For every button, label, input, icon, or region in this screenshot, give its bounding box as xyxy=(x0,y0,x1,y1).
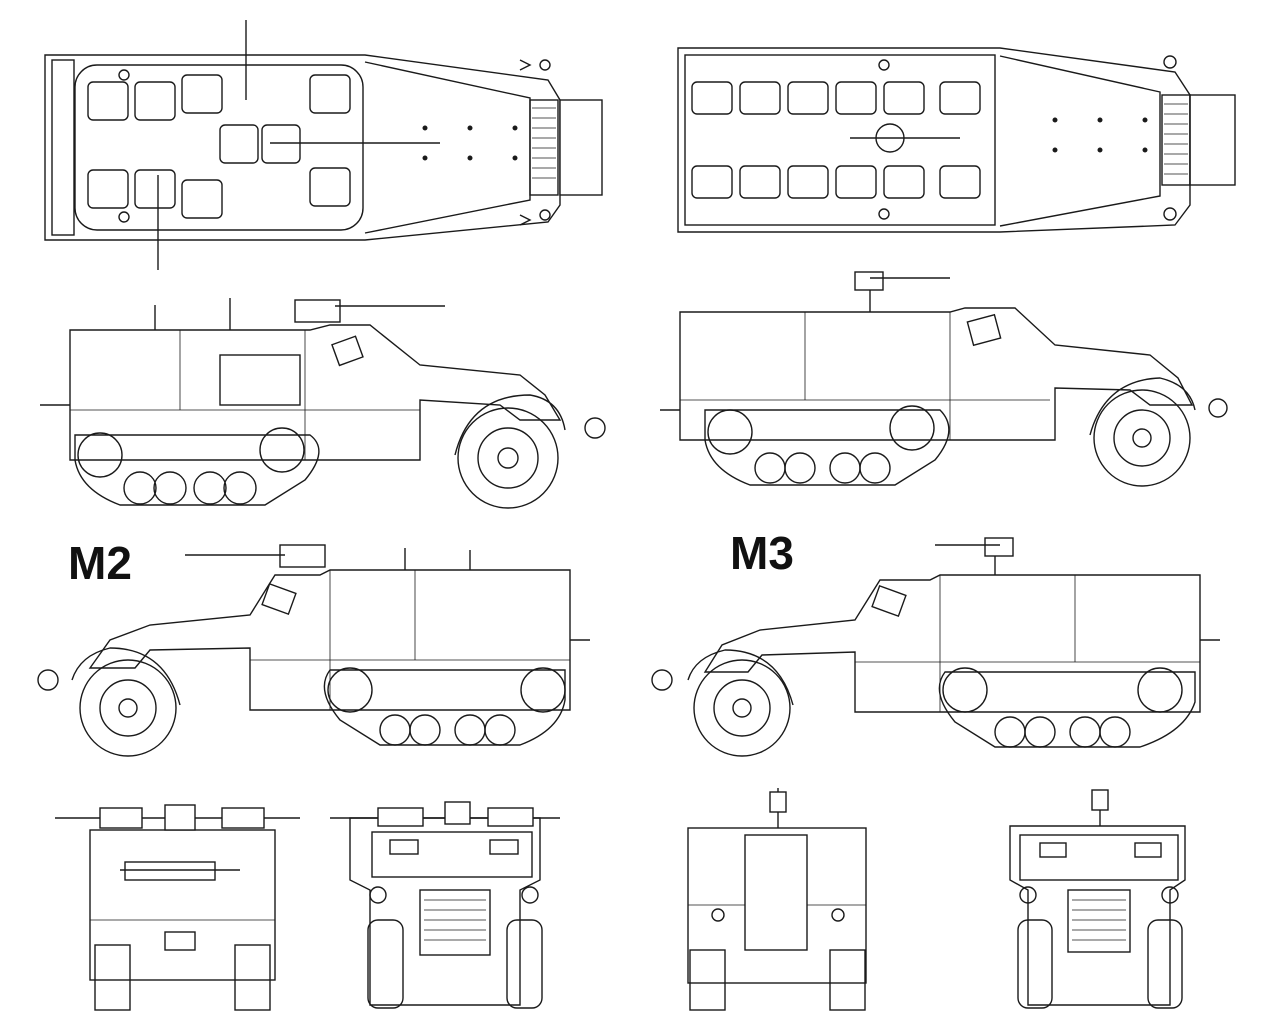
m2-top-view xyxy=(44,20,603,270)
m3-side-view-upper xyxy=(660,271,1228,487)
m3-side-view-lower xyxy=(651,537,1220,757)
m3-front-view xyxy=(1009,789,1186,1009)
m3-top-view xyxy=(677,47,1236,233)
m2-label: M2 xyxy=(68,537,132,589)
m3-rear-view xyxy=(687,788,867,1011)
m2-side-view-upper xyxy=(40,298,606,509)
m2-rear-view xyxy=(55,804,300,1011)
m2-side-view-lower xyxy=(37,544,590,757)
m2-front-view xyxy=(330,801,560,1009)
m3-label: M3 xyxy=(730,527,794,579)
